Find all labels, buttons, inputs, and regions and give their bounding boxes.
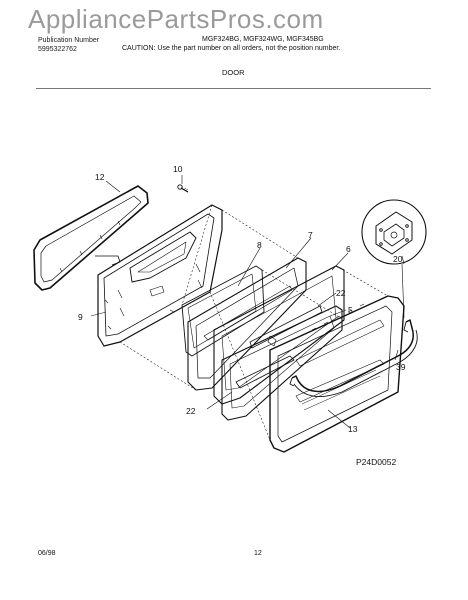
callout-13: 13	[348, 424, 358, 434]
insulation-part	[181, 265, 265, 357]
watermark: AppliancePartsPros.com	[28, 4, 324, 34]
publication-value: 5995322762	[38, 46, 77, 53]
callout-12: 12	[95, 172, 105, 182]
screw-part	[177, 184, 189, 193]
header-rule	[36, 88, 431, 89]
callout-7: 7	[308, 230, 313, 240]
assembly-lines	[119, 204, 389, 441]
callout-22-upper: 22	[336, 288, 346, 298]
leader-lines	[90, 175, 405, 429]
door-frame-part	[187, 257, 307, 391]
callout-5: 5	[348, 305, 353, 315]
model-numbers: MGF324BG, MGF324WG, MGF345BG	[202, 36, 324, 43]
hinge-bracket-detail-part	[361, 199, 427, 265]
section-title: DOOR	[222, 68, 245, 77]
callout-20: 20	[393, 254, 403, 264]
inner-door-liner-part	[97, 204, 223, 347]
figure-reference: P24D0052	[356, 457, 397, 467]
publication-label: Publication Number	[38, 37, 100, 44]
callout-22-lower: 22	[186, 406, 196, 416]
door-gasket-part	[33, 185, 149, 291]
callout-9: 9	[78, 312, 83, 322]
revision-date: 06/98	[38, 550, 56, 557]
caution-note: CAUTION: Use the part number on all orde…	[122, 45, 341, 52]
door-handle-part	[289, 319, 418, 398]
page-number: 12	[254, 550, 262, 557]
publication-number: Publication Number 5995322762	[38, 36, 99, 54]
callout-10: 10	[173, 164, 183, 174]
callout-39: 39	[396, 362, 406, 372]
callout-8: 8	[257, 240, 262, 250]
callout-6: 6	[346, 244, 351, 254]
glass-pack-part	[221, 305, 343, 421]
outer-door-panel-part	[269, 295, 405, 453]
outer-glass-frame-part	[213, 265, 345, 405]
